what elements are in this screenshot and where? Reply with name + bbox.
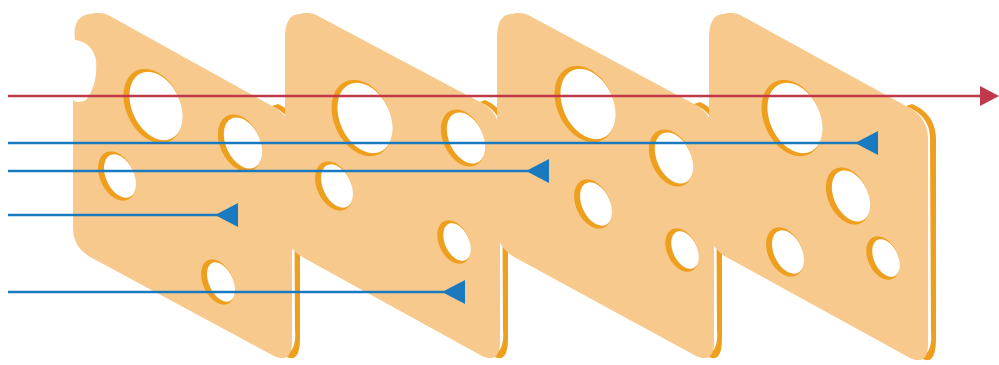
cheese-slice-1 xyxy=(73,13,300,358)
cheese-slice-2 xyxy=(285,13,508,358)
cheese-slice-3 xyxy=(497,13,722,358)
cheese-slice-4 xyxy=(709,13,936,360)
slice-4-face xyxy=(709,13,928,360)
hazard-pass-arrowhead xyxy=(980,86,999,106)
